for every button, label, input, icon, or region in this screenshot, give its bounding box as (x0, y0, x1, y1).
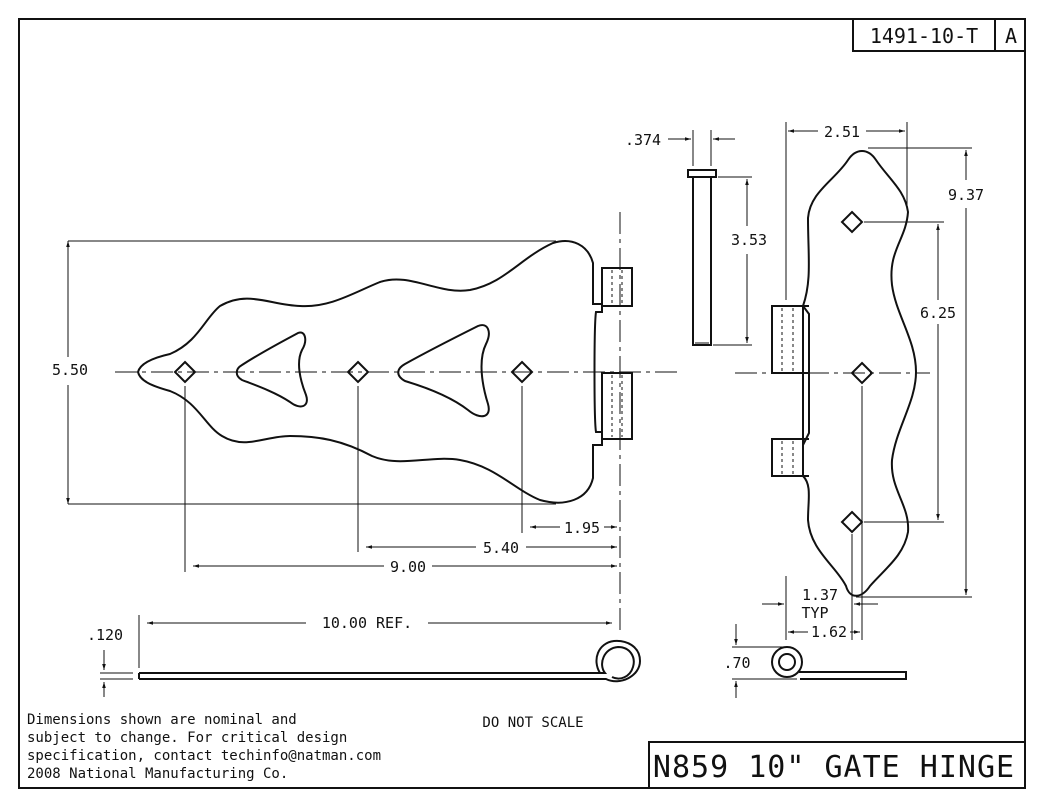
upper-knuckle (601, 267, 633, 307)
dim-hole-3: 9.00 (390, 558, 426, 576)
note-line-2: subject to change. For critical design (27, 730, 347, 746)
dim-hole-spacing: 6.25 (920, 304, 956, 322)
dim-hole-offset: 1.37 (802, 586, 838, 604)
dim-plate-height: 9.37 (948, 186, 984, 204)
plate-edge-view: .70 (723, 624, 907, 698)
trilobe-cutout-1 (235, 331, 308, 408)
dim-pin-diameter: .374 (625, 131, 661, 149)
plate-knuckle-lower (771, 438, 804, 477)
plate-dimensions: 2.51 9.37 6.25 1.37 TYP 1.62 (762, 122, 984, 641)
trilobe-cutout-2 (397, 324, 490, 418)
dim-knuckle-height: .70 (723, 654, 750, 672)
revision-letter: A (1005, 24, 1017, 48)
dim-hole-inset: 1.62 (811, 623, 847, 641)
strap-outline (136, 240, 603, 504)
strap-edge-view: 10.00 REF. .120 (87, 614, 642, 697)
dim-plate-width: 2.51 (824, 123, 860, 141)
strap-front-view (115, 212, 680, 632)
diamond-hole-2 (346, 360, 370, 384)
plate-diamond-hole-2 (850, 361, 874, 385)
plate-diamond-hole-3 (840, 510, 864, 534)
dim-typ-label: TYP (801, 604, 828, 622)
plate-knuckle-upper (771, 305, 804, 374)
plate-outline (801, 150, 918, 597)
pin-view: .374 3.53 (625, 130, 767, 346)
dim-pin-length: 3.53 (731, 231, 767, 249)
plate-diamond-hole-1 (840, 210, 864, 234)
dim-strap-height: 5.50 (52, 361, 88, 379)
part-number: 1491-10-T (870, 24, 978, 48)
front-dimensions: 5.50 1.95 5.40 9.00 (52, 240, 617, 576)
dim-overall-length: 10.00 REF. (322, 614, 412, 632)
lower-knuckle (601, 372, 633, 440)
note-line-3: specification, contact techinfo@natman.c… (27, 748, 381, 764)
dim-thickness: .120 (87, 626, 123, 644)
pin-shank (692, 176, 712, 346)
drawing-border (18, 18, 1026, 789)
do-not-scale-note: DO NOT SCALE (482, 715, 583, 731)
drawing-title: N859 10" GATE HINGE (653, 750, 1015, 785)
gate-plate-view (735, 150, 930, 640)
note-line-1: Dimensions shown are nominal and (27, 712, 297, 728)
plate-knuckle-hidden (781, 308, 794, 474)
part-number-box (852, 19, 1025, 52)
title-box (648, 741, 1025, 788)
diamond-hole-1 (173, 360, 197, 384)
diamond-hole-3 (510, 360, 534, 384)
dim-hole-1: 1.95 (564, 519, 600, 537)
note-line-4: 2008 National Manufacturing Co. (27, 766, 288, 782)
dim-hole-2: 5.40 (483, 539, 519, 557)
pin-head (687, 169, 717, 178)
